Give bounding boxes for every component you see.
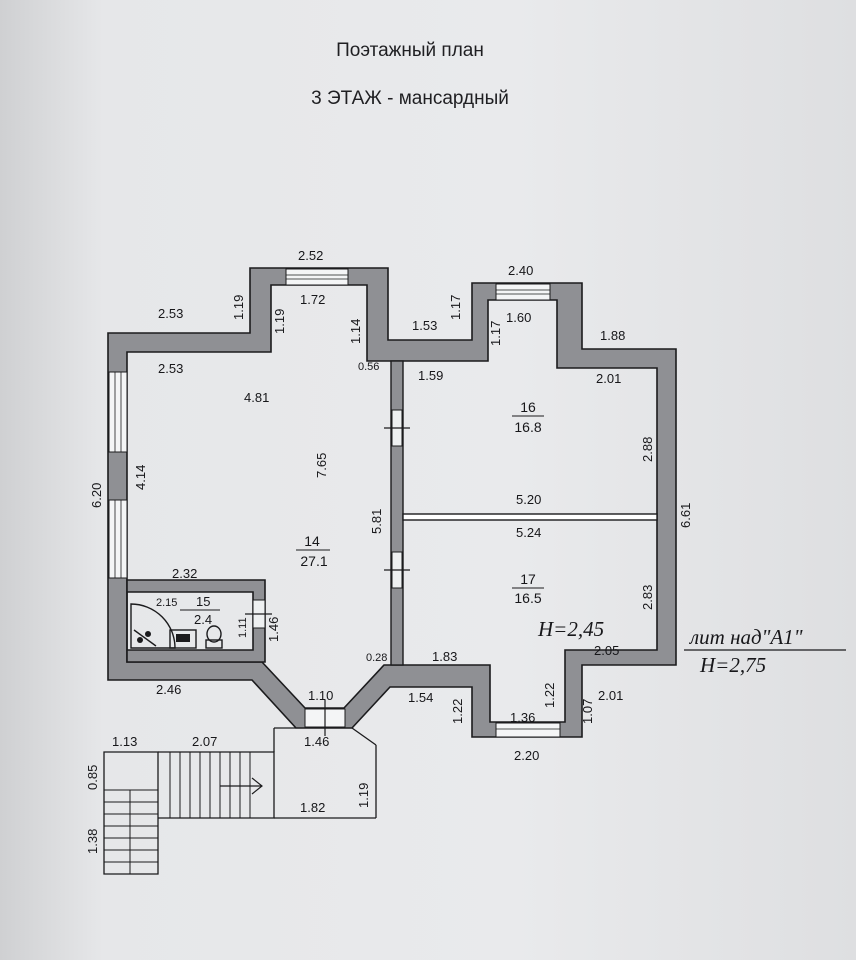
dim-top-right-outer: 1.88 xyxy=(600,328,625,343)
room14-number: 14 xyxy=(304,533,320,549)
dim-room17-height: 2.83 xyxy=(640,585,655,610)
dim-top-left-window-outer: 2.52 xyxy=(298,248,323,263)
room16-number: 16 xyxy=(520,399,536,415)
dim-left-inner-height: 4.14 xyxy=(133,465,148,490)
window-bottom xyxy=(495,722,561,738)
dim-top-right-inner: 2.01 xyxy=(596,371,621,386)
dim-room14-depth: 7.65 xyxy=(314,453,329,478)
dim-stair-left-top: 0.85 xyxy=(85,765,100,790)
dim-right-window-outer: 2.40 xyxy=(508,263,533,278)
dim-right-window-inner: 1.60 xyxy=(506,310,531,325)
window-entry xyxy=(304,700,346,736)
dim-bottom-right-outer: 2.01 xyxy=(598,688,623,703)
dim-bottom-left-outer: 2.46 xyxy=(156,682,181,697)
dim-upper-left-outer: 2.53 xyxy=(158,306,183,321)
dim-stair-bottom: 1.82 xyxy=(300,800,325,815)
dim-stair-top-right: 2.07 xyxy=(192,734,217,749)
room15-number: 15 xyxy=(196,594,210,609)
sink-icon xyxy=(169,629,197,649)
room14-area: 27.1 xyxy=(300,553,327,569)
shower-cabin-icon xyxy=(130,603,176,649)
ceiling-height-label: H=2,45 xyxy=(537,617,604,641)
room17-area: 16.5 xyxy=(514,590,541,606)
partition-wall xyxy=(390,360,404,666)
dim-bottom-tower-right: 1.22 xyxy=(542,683,557,708)
dim-left-tower-right: 1.14 xyxy=(348,319,363,344)
dim-bottom-tower-left: 1.22 xyxy=(450,699,465,724)
dim-right-tower-outer: 1.17 xyxy=(448,295,463,320)
dim-partition-length: 5.81 xyxy=(369,509,384,534)
dim-entry-outer: 1.46 xyxy=(304,734,329,749)
room16-area: 16.8 xyxy=(514,419,541,435)
plan-title: Поэтажный план xyxy=(336,40,484,61)
dim-partition-top: 5.20 xyxy=(516,492,541,507)
dim-top-left-window-inner: 1.72 xyxy=(300,292,325,307)
dim-bath-side: 1.46 xyxy=(266,617,281,642)
window-top-left xyxy=(285,268,349,286)
dim-mid-top-outer: 1.53 xyxy=(412,318,437,333)
dim-room16-height: 2.88 xyxy=(640,437,655,462)
window-left-upper xyxy=(108,371,128,453)
dim-mid-top-inner: 1.59 xyxy=(418,368,443,383)
dim-room17-bottom-right: 2.05 xyxy=(594,643,619,658)
dim-partition-bottom: 5.24 xyxy=(516,525,541,540)
room17-number: 17 xyxy=(520,571,536,587)
dim-left-tower-inner: 1.19 xyxy=(272,309,287,334)
window-left-lower xyxy=(108,499,128,579)
dim-bath-inner: 2.15 xyxy=(156,597,177,609)
toilet-icon xyxy=(205,625,223,649)
dim-wall-056: 0.56 xyxy=(358,361,379,373)
dim-bottom-window-outer: 2.20 xyxy=(514,748,539,763)
plan-subtitle: 3 ЭТАЖ - мансардный xyxy=(311,88,509,109)
bathroom-walls xyxy=(126,579,266,663)
dim-bottom-window-inner: 1.36 xyxy=(510,710,535,725)
dim-left-tower-outer: 1.19 xyxy=(231,295,246,320)
annotation-line2: H=2,75 xyxy=(699,653,766,677)
annotation-line1: лит над"А1" xyxy=(689,625,803,649)
dim-bath-height: 1.11 xyxy=(237,617,249,638)
dim-right-tower-inner: 1.17 xyxy=(488,321,503,346)
exterior-walls xyxy=(107,267,677,738)
dim-right-outer-height: 6.61 xyxy=(678,503,693,528)
partition-16-17 xyxy=(402,513,658,521)
window-top-right xyxy=(495,283,551,301)
dim-stair-left-bottom: 1.38 xyxy=(85,829,100,854)
staircase xyxy=(103,727,377,875)
dim-upper-left-inner: 2.53 xyxy=(158,361,183,376)
dim-room17-bottom-left: 1.83 xyxy=(432,649,457,664)
dim-stair-right: 1.19 xyxy=(356,783,371,808)
dim-bath-width: 2.32 xyxy=(172,566,197,581)
dim-stair-top-left: 1.13 xyxy=(112,734,137,749)
dim-entry-width: 1.10 xyxy=(308,688,333,703)
dim-left-outer-height: 6.20 xyxy=(89,483,104,508)
room15-area: 2.4 xyxy=(194,612,212,627)
dim-bottom-mid-outer: 1.54 xyxy=(408,690,433,705)
dim-wall-028: 0.28 xyxy=(366,652,387,664)
dim-room14-width: 4.81 xyxy=(244,390,269,405)
dim-bottom-right-side: 1.07 xyxy=(580,699,595,724)
